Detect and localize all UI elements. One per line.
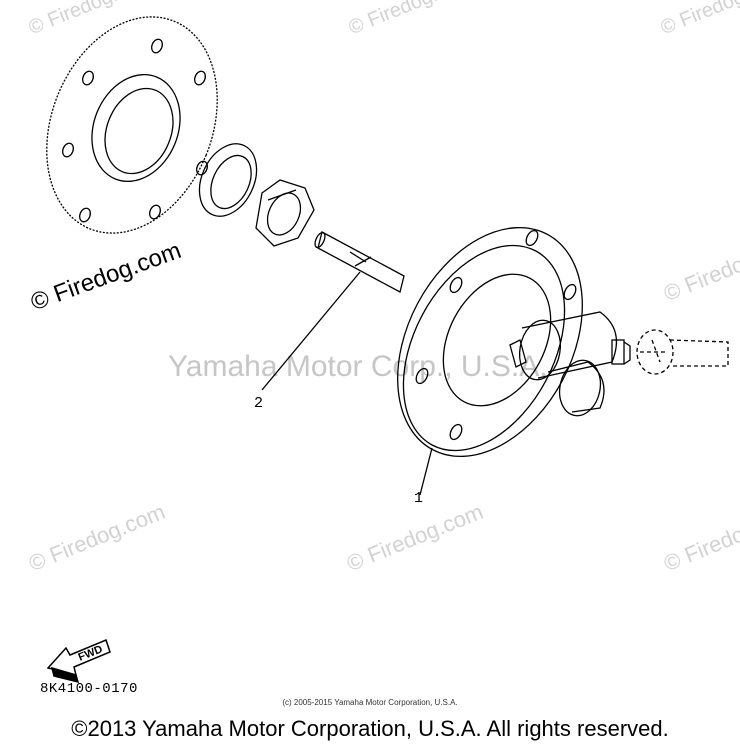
hex-nut: [255, 179, 315, 247]
leader-line-part2: [261, 271, 361, 391]
callout-part1: 1: [414, 490, 424, 507]
main-copyright: ©2013 Yamaha Motor Corporation, U.S.A. A…: [71, 716, 669, 741]
callout-part2: 2: [254, 395, 264, 412]
hub-assembly: [397, 226, 631, 458]
leader-line-part1: [419, 447, 433, 496]
flange-plate-upper: [46, 16, 218, 234]
universal-joint-dashed: [636, 329, 729, 375]
shaft-pin: [314, 231, 405, 293]
fwd-arrow-icon: [46, 638, 111, 684]
washer: [198, 143, 258, 217]
watermark-yamaha: Yamaha Motor Corp., U.S.A.: [168, 350, 548, 383]
small-copyright: (c) 2005-2015 Yamaha Motor Corporation, …: [282, 698, 458, 707]
part-code: 8K4100-0170: [40, 681, 138, 697]
